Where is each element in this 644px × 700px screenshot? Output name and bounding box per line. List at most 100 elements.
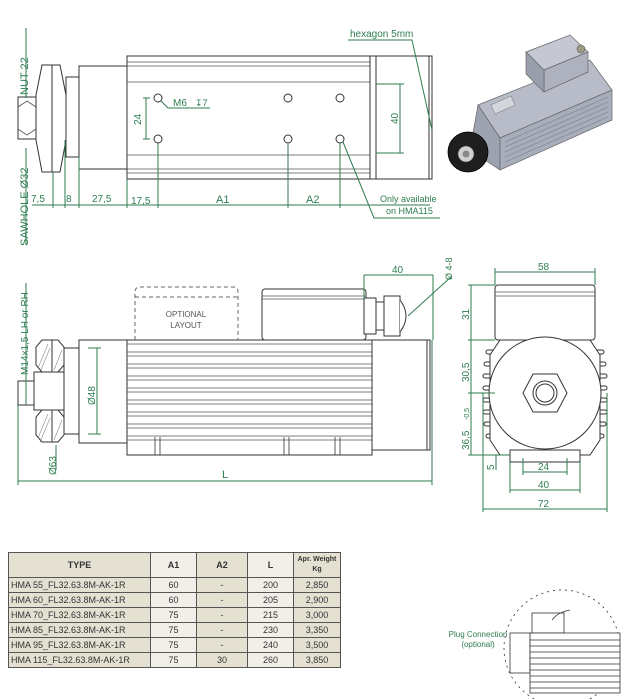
cell-weight: 3,850 [293,652,341,668]
col-a2: A2 [196,552,248,578]
mount-hole [283,134,293,144]
cell-type: HMA 70_FL32.63.8M-AK-1R [8,607,151,623]
dim-8: 8 [66,194,72,205]
col-weight-line1: Apr. Weight [297,556,337,563]
side-view: OPTIONAL LAYOUT M14x1,5 LH or RH Ø48 Ø63 [17,257,454,485]
mount-hole [335,134,345,144]
table-header-row: TYPE A1 A2 L Apr. Weight Kg [8,552,341,578]
col-l: L [247,552,294,578]
cell-type: HMA 95_FL32.63.8M-AK-1R [8,637,151,653]
table-row: HMA 115_FL32.63.8M-AK-1R 75 30 260 3,850 [8,652,341,668]
cell-a2: - [196,622,248,638]
front-view: 58 31 30,5 36,5 -0,5 5 24 40 72 [461,262,608,512]
cell-weight: 3,350 [293,622,341,638]
sawhole-label: SAWHOLE Ø32 [19,168,31,246]
cell-weight: 3,500 [293,637,341,653]
cell-type: HMA 115_FL32.63.8M-AK-1R [8,652,151,668]
cell-a2: - [196,592,248,608]
motor-3d-render [447,34,613,173]
cell-l: 230 [247,622,294,638]
optional-layout-box [134,286,239,340]
mount-hole [153,93,163,103]
cell-a2: - [196,607,248,623]
cell-a1: 60 [150,592,197,608]
plug-label-line1: Plug Connection [448,630,508,639]
mount-hole [283,93,293,103]
dim-24: 24 [133,113,144,125]
cell-l: 205 [247,592,294,608]
table-row: HMA 60_FL32.63.8M-AK-1R 60 - 205 2,900 [8,592,341,608]
dim-a2: A2 [306,194,319,206]
cell-a2: 30 [196,652,248,668]
side-dimensions [17,274,453,485]
dim-7-5: 7,5 [31,194,45,205]
cell-l: 215 [247,607,294,623]
col-weight: Apr. Weight Kg [293,552,341,578]
technical-drawing: NUT 22 SAWHOLE Ø32 7,5 8 27,5 17,5 A1 A2… [17,28,613,512]
dim-40-front: 40 [538,480,550,491]
cell-type: HMA 60_FL32.63.8M-AK-1R [8,592,151,608]
cable-dia: Ø 4-8 [444,257,454,280]
dim-d48: Ø48 [87,386,98,405]
tolerance: -0,5 [464,408,471,420]
cell-a1: 75 [150,622,197,638]
nut [17,96,37,140]
only-available-label-2: on HMA115 [386,206,433,216]
col-a1: A1 [150,552,197,578]
plug-connection-label: Plug Connection (optional) [438,630,518,650]
cell-weight: 2,850 [293,577,341,593]
dim-72: 72 [538,499,550,510]
dim-58: 58 [538,262,550,273]
mount-hole [153,134,163,144]
motor-body [126,55,371,180]
cell-weight: 3,000 [293,607,341,623]
dim-36-5: 36,5 [461,430,472,450]
col-type: TYPE [8,552,151,578]
thread-spec: M14x1,5 LH or RH [20,292,31,375]
cell-a1: 60 [150,577,197,593]
cell-l: 200 [247,577,294,593]
cable-gland [363,297,377,335]
cell-weight: 2,900 [293,592,341,608]
top-view: NUT 22 SAWHOLE Ø32 7,5 8 27,5 17,5 A1 A2… [17,28,440,246]
cell-l: 240 [247,637,294,653]
cell-type: HMA 55_FL32.63.8M-AK-1R [8,577,151,593]
plug-label-line2: (optional) [461,640,495,649]
dim-17-5: 17,5 [131,196,151,207]
hexagon-label: hexagon 5mm [350,29,413,40]
plug-connection-detail [503,589,621,700]
cell-a1: 75 [150,652,197,668]
cell-a2: - [196,577,248,593]
depth-label: ↧7 [195,98,208,108]
cell-type: HMA 85_FL32.63.8M-AK-1R [8,622,151,638]
mount-hole [335,93,345,103]
optional-label: OPTIONAL [166,310,207,319]
table-row: HMA 70_FL32.63.8M-AK-1R 75 - 215 3,000 [8,607,341,623]
cell-a1: 75 [150,637,197,653]
dim-d63: Ø63 [48,456,59,475]
dim-27-5: 27,5 [92,194,112,205]
table-row: HMA 85_FL32.63.8M-AK-1R 75 - 230 3,350 [8,622,341,638]
dim-a1: A1 [216,194,229,206]
table-row: HMA 55_FL32.63.8M-AK-1R 60 - 200 2,850 [8,577,341,593]
dim-gland-40: 40 [392,265,404,276]
dim-24-front: 24 [538,462,550,473]
terminal-box-front [494,284,596,341]
cell-a2: - [196,637,248,653]
nut-label: NUT 22 [19,57,31,95]
top-dimensions [25,28,440,245]
dim-30-5: 30,5 [461,362,472,382]
front-dimensions [468,268,608,512]
dim-40: 40 [390,112,401,124]
terminal-box [261,288,367,341]
layout-label: LAYOUT [170,321,202,330]
thread-label: M6 [173,98,187,109]
spec-table: TYPE A1 A2 L Apr. Weight Kg HMA 55_FL32.… [8,552,341,668]
table-row: HMA 95_FL32.63.8M-AK-1R 75 - 240 3,500 [8,637,341,653]
pulley [35,64,53,173]
cell-a1: 75 [150,607,197,623]
cell-l: 260 [247,652,294,668]
col-weight-line2: Kg [312,566,322,573]
dim-31: 31 [461,308,472,320]
dim-l: L [222,469,228,481]
